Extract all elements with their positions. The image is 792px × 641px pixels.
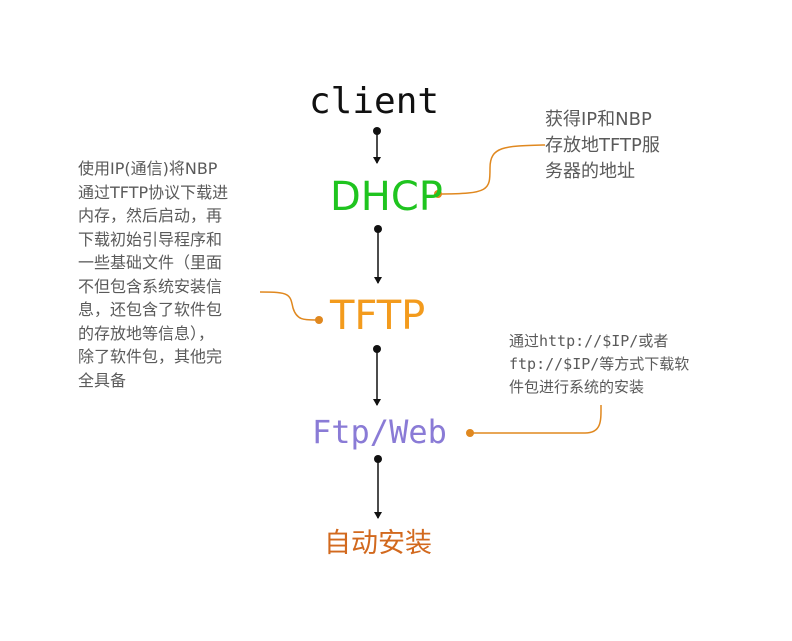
arrow-dhcp-to-tftp	[374, 225, 382, 284]
node-client: client	[309, 81, 440, 122]
node-auto-install: 自动安装	[324, 528, 432, 559]
connector-dhcp-dot	[434, 190, 442, 198]
note-tftp: 使用IP(通信)将NBP 通过TFTP协议下载进 内存，然后启动，再 下载初始引…	[78, 159, 229, 390]
arrow-client-to-dhcp	[373, 127, 381, 164]
node-dhcp: DHCP	[330, 174, 443, 220]
note-ftp-web: 通过http://$IP/或者 ftp://$IP/等方式下载软 件包进行系统的…	[509, 332, 690, 396]
flow-arrows	[373, 127, 382, 519]
connector-tftp-dot	[315, 316, 323, 324]
connector-dhcp-note	[437, 144, 546, 195]
annotation-connectors	[259, 144, 602, 437]
connector-tftp-note	[259, 291, 320, 321]
connector-ftpweb-dot	[466, 429, 474, 437]
connector-ftpweb-note	[470, 404, 602, 434]
note-dhcp: 获得IP和NBP 存放地TFTP服 务器的地址	[545, 109, 660, 182]
node-tftp: TFTP	[330, 293, 426, 339]
arrow-ftpweb-to-final	[374, 455, 382, 519]
node-ftp-web: Ftp/Web	[312, 413, 447, 451]
arrow-tftp-to-ftpweb	[373, 345, 381, 406]
